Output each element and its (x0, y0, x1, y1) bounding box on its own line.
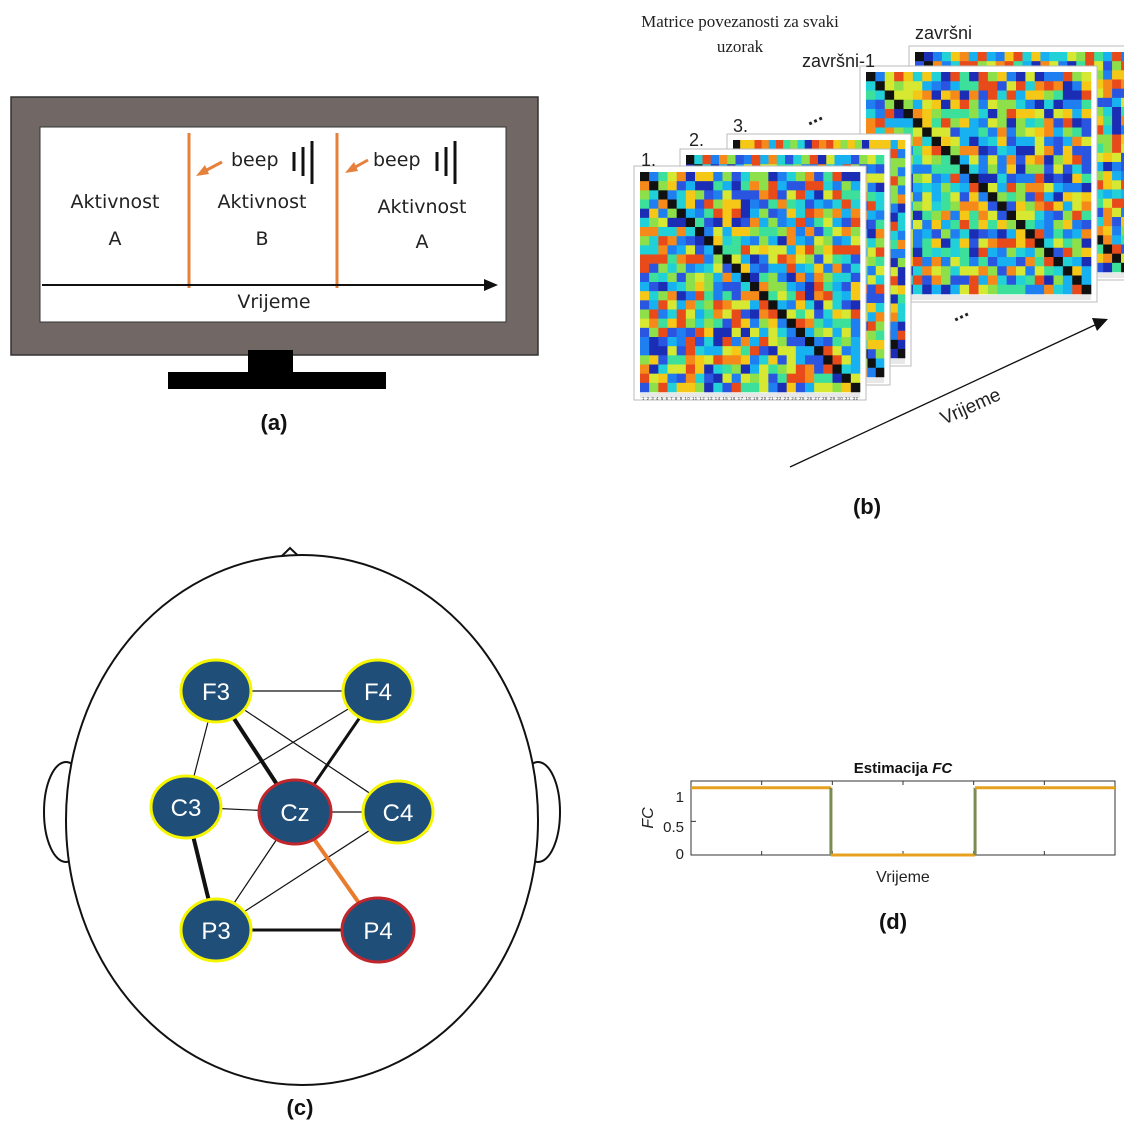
beep-marker-2: beep (345, 141, 457, 184)
beep-label-2: beep (373, 149, 421, 171)
caption-b: (b) (853, 494, 881, 519)
connectivity-matrix (633, 165, 867, 401)
matrices-title-line2: uzorak (717, 37, 764, 56)
time-label-b: Vrijeme (937, 384, 1004, 429)
x-axis-label: Vrijeme (876, 869, 930, 886)
beep-label-1: beep (231, 149, 279, 171)
plot-frame (690, 780, 1116, 856)
ytick-label-1: 1 (676, 789, 684, 806)
chart-title: Estimacija FC (854, 760, 954, 777)
time-arrow-b-head (1092, 318, 1108, 331)
panel-a: Aktivnost A Aktivnost B Aktivnost A beep… (10, 96, 539, 435)
matrix-label-last1: završni-1 (802, 51, 875, 71)
svg-text:F4: F4 (364, 679, 392, 706)
activity-a-letter: A (109, 228, 122, 250)
ytick-label-0: 0 (676, 846, 684, 863)
caption-a: (a) (261, 410, 288, 435)
activity-a2-letter: A (416, 231, 429, 253)
chart-title-plain: Estimacija (854, 760, 932, 777)
y-axis-label: FC (640, 807, 657, 829)
fc-series (691, 786, 1115, 857)
activity-b-letter: B (255, 228, 268, 250)
matrices-title-line1: Matrice povezanosti za svaki (641, 12, 839, 31)
activity-a-label: Aktivnost (71, 191, 160, 213)
svg-text:P4: P4 (363, 918, 392, 945)
monitor-neck (248, 350, 293, 372)
node-p4: P4 (340, 896, 416, 964)
edge (215, 811, 399, 931)
matrix-label-last: završni (915, 23, 972, 43)
activity-b-label: Aktivnost (218, 191, 307, 213)
svg-text:C3: C3 (171, 795, 202, 822)
node-f4: F4 (341, 658, 415, 724)
svg-text:P3: P3 (201, 918, 230, 945)
time-arrow-b (789, 323, 1098, 468)
edge (185, 690, 379, 808)
matrix-label-1: 1. (641, 150, 656, 170)
matrix-ellipsis-top: ... (801, 103, 825, 130)
svg-text:Cz: Cz (280, 800, 309, 827)
time-label-a: Vrijeme (237, 291, 310, 313)
svg-text:C4: C4 (383, 800, 414, 827)
time-axis-arrowhead (484, 279, 498, 291)
ytick-label-05: 0.5 (663, 819, 684, 836)
panel-c: F3 F4 C3 Cz C4 P3 P4 (c) (43, 546, 561, 1120)
edge (215, 690, 399, 813)
caption-d: (d) (879, 909, 907, 934)
matrix-label-2: 2. (689, 130, 704, 150)
matrix-tick-numbers: 1 2 3 4 5 6 7 8 9 10 11 12 13 14 15 16 1… (642, 396, 859, 401)
panel-d: Estimacija FC 1 0.5 0 FC Vrijeme (d) (640, 760, 1116, 934)
chart-title-italic: FC (932, 760, 953, 777)
matrix-label-3: 3. (733, 116, 748, 136)
node-c3: C3 (149, 774, 223, 840)
matrix-ellipsis-bottom: ... (947, 299, 971, 326)
node-c4: C4 (361, 779, 435, 845)
node-cz: Cz (257, 778, 333, 846)
activity-a2-label: Aktivnost (378, 196, 467, 218)
monitor-base (168, 372, 386, 389)
matrix-stack: 1 2 3 4 5 6 7 8 9 10 11 12 13 14 15 16 1… (633, 45, 1124, 401)
beep-marker-1: beep (196, 141, 314, 184)
node-p3: P3 (179, 897, 253, 963)
panel-b: Matrice povezanosti za svaki uzorak 1 2 … (633, 12, 1124, 519)
monitor-screen (39, 126, 507, 323)
svg-text:F3: F3 (202, 679, 230, 706)
caption-c: (c) (287, 1095, 314, 1120)
node-f3: F3 (179, 658, 253, 724)
